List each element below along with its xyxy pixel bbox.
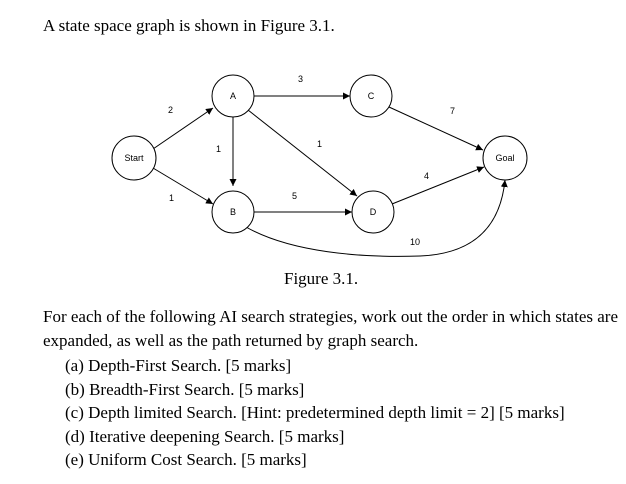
edge-cost-a-b: 1	[216, 144, 221, 154]
node-start-label: Start	[124, 153, 144, 163]
instructions-paragraph: For each of the following AI search stra…	[43, 307, 618, 350]
question-list: (a) Depth-First Search. [5 marks] (b) Br…	[65, 354, 565, 472]
edge-b-goal	[245, 179, 508, 257]
node-d: D	[351, 190, 395, 234]
edge-cost-start-b: 1	[169, 193, 174, 203]
edge-c-goal	[388, 106, 484, 151]
figure-caption: Figure 3.1.	[284, 269, 359, 288]
node-start: Start	[111, 135, 157, 181]
graph-edges	[152, 92, 508, 257]
question-c: (c) Depth limited Search. [Hint: predete…	[65, 403, 565, 422]
intro-text: A state space graph is shown in Figure 3…	[43, 16, 335, 35]
question-e: (e) Uniform Cost Search. [5 marks]	[65, 450, 307, 469]
edge-d-goal	[391, 166, 485, 205]
node-a: A	[211, 74, 255, 118]
question-a: (a) Depth-First Search. [5 marks]	[65, 356, 292, 375]
node-b-label: B	[230, 207, 236, 217]
edge-cost-c-goal: 7	[450, 106, 455, 116]
edge-cost-a-d: 1	[317, 139, 322, 149]
edge-start-a	[152, 107, 214, 150]
edge-cost-a-c: 3	[298, 74, 303, 84]
node-c-label: C	[368, 91, 375, 101]
node-b: B	[211, 190, 255, 234]
node-a-label: A	[230, 91, 236, 101]
node-goal-label: Goal	[495, 153, 514, 163]
node-goal: Goal	[482, 135, 528, 181]
node-d-label: D	[370, 207, 377, 217]
question-b: (b) Breadth-First Search. [5 marks]	[65, 379, 305, 399]
question-d: (d) Iterative deepening Search. [5 marks…	[65, 426, 345, 446]
edge-a-d	[247, 109, 358, 197]
graph-nodes: Start A B C D Goal	[111, 74, 528, 234]
node-c: C	[349, 74, 393, 118]
edge-cost-b-goal: 10	[410, 237, 420, 247]
edge-start-b	[152, 167, 214, 205]
state-space-graph: Start A B C D Goal 2 1 1 3 1 5 7 4	[111, 74, 528, 257]
edge-cost-start-a: 2	[168, 105, 173, 115]
edge-cost-b-d: 5	[292, 191, 297, 201]
edge-cost-d-goal: 4	[424, 171, 429, 181]
edge-cost-labels: 2 1 1 3 1 5 7 4 10	[168, 74, 455, 247]
